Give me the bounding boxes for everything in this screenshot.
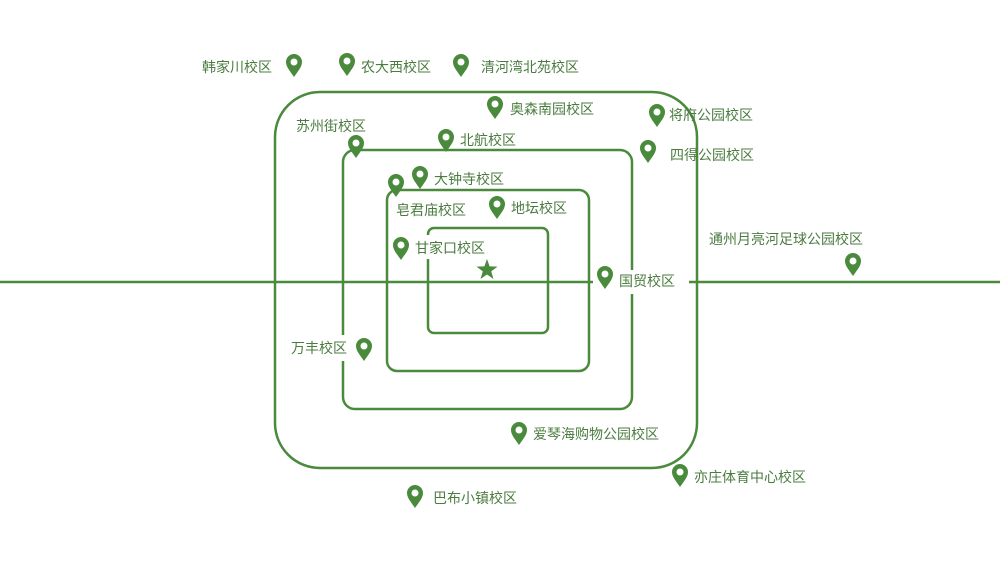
map-pin-icon[interactable] [339, 53, 355, 76]
map-pin-icon[interactable] [286, 54, 302, 77]
center-star-icon [476, 259, 498, 279]
campus-label-beihang[interactable]: 北航校区 [460, 132, 516, 149]
campus-label-aosennanyuan[interactable]: 奥森南园校区 [510, 101, 594, 118]
map-pin-icon[interactable] [487, 96, 503, 119]
ring-road-4 [273, 90, 699, 470]
campus-label-guomao[interactable]: 国贸校区 [619, 273, 675, 290]
campus-label-tongzhou[interactable]: 通州月亮河足球公园校区 [709, 231, 863, 248]
ring-road-1 [426, 226, 550, 335]
campus-label-side[interactable]: 四得公园校区 [670, 147, 754, 164]
map-pin-icon[interactable] [640, 140, 656, 163]
map-pin-icon[interactable] [672, 464, 688, 487]
campus-label-yizhuang[interactable]: 亦庄体育中心校区 [694, 469, 806, 486]
campus-label-zaojunmiao[interactable]: 皂君庙校区 [396, 202, 466, 219]
map-pin-icon[interactable] [438, 129, 454, 152]
map-pin-icon[interactable] [649, 104, 665, 127]
label-gap-suzhoujie [292, 113, 374, 137]
label-gap-zaojunmiao [392, 198, 472, 220]
campus-label-dazhongsi[interactable]: 大钟寺校区 [434, 171, 504, 188]
campus-label-aiqinhai[interactable]: 爱琴海购物公园校区 [533, 426, 659, 443]
campus-label-suzhoujie[interactable]: 苏州街校区 [296, 118, 366, 135]
campus-label-babuxiaozhen[interactable]: 巴布小镇校区 [433, 490, 517, 507]
campus-label-hanjiachuan[interactable]: 韩家川校区 [202, 59, 272, 76]
map-pin-icon[interactable] [412, 166, 428, 189]
map-pin-icon[interactable] [348, 135, 364, 158]
map-pin-icon[interactable] [453, 54, 469, 77]
map-pin-icon[interactable] [407, 485, 423, 508]
label-gap-aiqinhai [510, 420, 670, 446]
campus-label-wanfeng[interactable]: 万丰校区 [291, 340, 347, 357]
ring-road-2 [385, 188, 591, 373]
campus-label-ganjiakou[interactable]: 甘家口校区 [415, 240, 485, 257]
map-pin-icon[interactable] [845, 253, 861, 276]
campus-label-ditan[interactable]: 地坛校区 [511, 200, 567, 217]
map-pin-icon[interactable] [489, 196, 505, 219]
campus-label-jiangfu[interactable]: 将府公园校区 [669, 107, 753, 124]
campus-label-nongdaxi[interactable]: 农大西校区 [361, 59, 431, 76]
campus-label-qinghewan[interactable]: 清河湾北苑校区 [481, 59, 579, 76]
